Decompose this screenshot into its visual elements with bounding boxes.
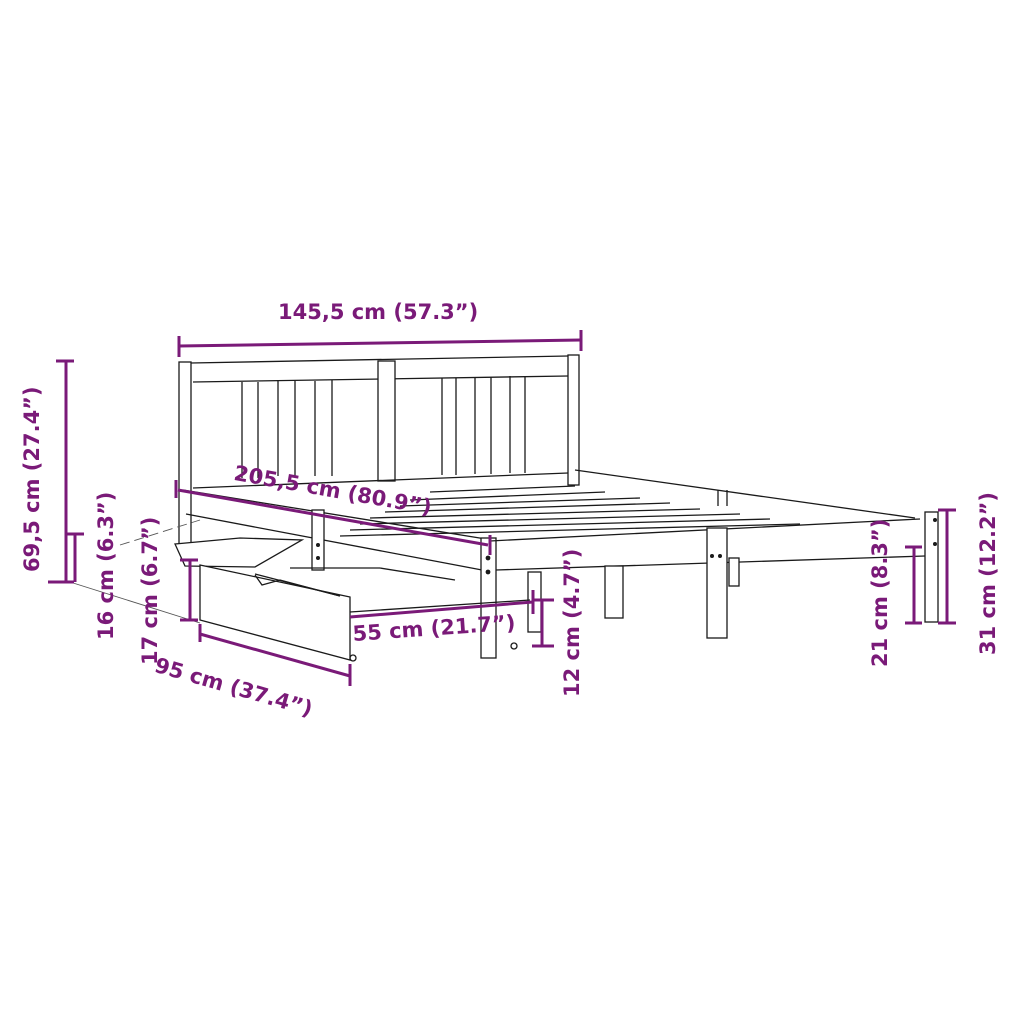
drawer-height-label: 17 cm (6.7”) (138, 516, 162, 665)
drawer-clearance-label: 12 cm (4.7”) (560, 548, 584, 697)
slat-clearance-label: 16 cm (6.3”) (94, 491, 118, 640)
side-rail (182, 489, 497, 659)
drawer (69, 519, 531, 662)
width-label: 145,5 cm (57.3”) (278, 300, 479, 324)
footend-height-label: 31 cm (12.2”) (976, 492, 1000, 655)
underbed-clearance-label: 21 cm (8.3”) (868, 518, 892, 667)
slats (339, 485, 921, 542)
headboard (178, 354, 580, 548)
dimension-lines (48, 330, 956, 686)
headboard-height-label: 69,5 cm (27.4”) (20, 386, 44, 572)
foot-end (495, 469, 939, 639)
